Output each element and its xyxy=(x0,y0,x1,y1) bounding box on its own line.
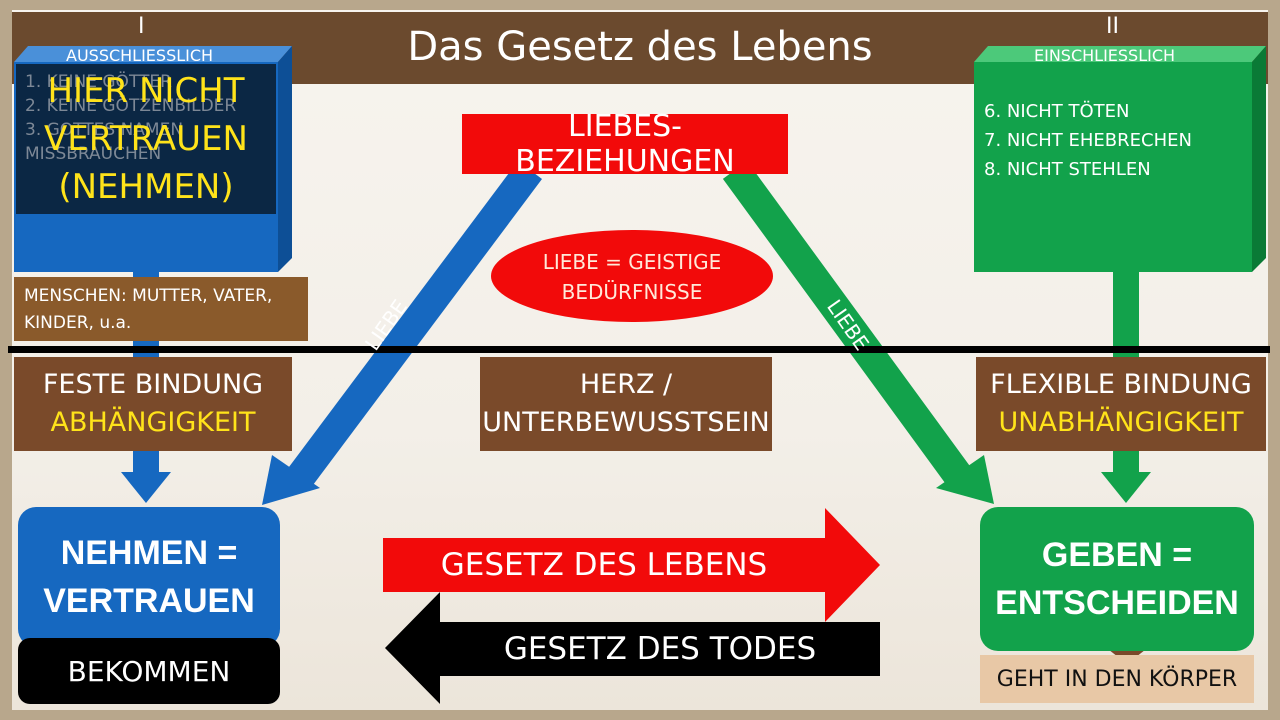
overlay-line: HIER NICHT xyxy=(47,71,245,111)
roman-numeral-two: II xyxy=(1106,14,1119,39)
right-diagonal-arrow-shaft xyxy=(722,161,973,487)
overlay-text: HIER NICHT VERTRAUEN (NEHMEN) xyxy=(16,64,276,214)
law-of-death-label: GESETZ DES TODES xyxy=(503,631,817,667)
list-item: 3. GOTTES NAMEN xyxy=(25,120,184,140)
receive-label: BEKOMMEN xyxy=(67,654,231,688)
fixed-binding-box: FESTE BINDUNG ABHÄNGIGKEIT xyxy=(14,357,292,451)
heart-label: HERZ / UNTERBEWUSSTSEIN xyxy=(482,369,770,438)
law-of-death-arrow xyxy=(385,592,880,704)
list-item: 1. KEINE GÖTTER xyxy=(25,72,172,92)
left-heading: AUSSCHLIESSLICH xyxy=(66,46,214,65)
left-diagonal-arrow-shaft xyxy=(285,161,543,489)
fixed-binding-label: FESTE BINDUNG xyxy=(42,369,264,400)
horizontal-divider-line xyxy=(8,346,1270,353)
blue-box-top xyxy=(14,46,292,62)
list-item: 6. NICHT TÖTEN xyxy=(984,101,1130,122)
roman-numeral-one: I xyxy=(138,14,145,39)
left-down-arrowhead xyxy=(121,472,171,503)
right-heading: EINSCHLIESSLICH xyxy=(1034,46,1176,65)
take-trust-label: NEHMEN = VERTRAUEN xyxy=(43,534,255,620)
dependency-label: ABHÄNGIGKEIT xyxy=(50,407,256,438)
flexible-binding-box: FLEXIBLE BINDUNG UNABHÄNGIGKEIT xyxy=(976,357,1266,451)
right-diagonal-arrowhead xyxy=(936,455,994,504)
people-box: MENSCHEN: MUTTER, VATER, KINDER, u.a. xyxy=(14,277,308,341)
blue-box-side xyxy=(278,46,292,272)
law-of-life-label: GESETZ DES LEBENS xyxy=(440,547,768,583)
list-item: MISSBRAUCHEN xyxy=(25,144,162,164)
give-decide-label: GEBEN = ENTSCHEIDEN xyxy=(995,536,1239,622)
give-decide-box: GEBEN = ENTSCHEIDEN xyxy=(980,507,1254,651)
blue-box-overlay xyxy=(16,64,276,214)
list-item: 7. NICHT EHEBRECHEN xyxy=(984,130,1192,151)
law-of-life-arrow xyxy=(383,508,880,622)
love-relationships-box: LIEBES-BEZIEHUNGEN xyxy=(462,109,788,179)
slide-title: Das Gesetz des Lebens xyxy=(407,24,873,70)
overlay-line: (NEHMEN) xyxy=(58,167,234,207)
receive-box: BEKOMMEN xyxy=(18,638,280,704)
right-down-arrowhead xyxy=(1101,472,1151,503)
overlay-line: VERTRAUEN xyxy=(44,119,248,159)
into-body-box: GEHT IN DEN KÖRPER xyxy=(980,655,1254,703)
left-commandments-list: 1. KEINE GÖTTER 2. KEINE GÖTZENBILDER 3.… xyxy=(25,70,236,166)
love-ellipse xyxy=(491,230,773,322)
ellipse-label: LIEBE = GEISTIGE BEDÜRFNISSE xyxy=(542,250,722,304)
left-diagonal-arrowhead xyxy=(262,455,320,505)
take-trust-box: NEHMEN = VERTRAUEN xyxy=(18,507,280,647)
love-relationships-label: LIEBES-BEZIEHUNGEN xyxy=(515,109,735,179)
green-box-front xyxy=(974,62,1252,272)
green-box-top xyxy=(974,46,1266,62)
heart-box: HERZ / UNTERBEWUSSTSEIN xyxy=(480,357,772,451)
into-body-label: GEHT IN DEN KÖRPER xyxy=(996,666,1238,692)
green-box-side xyxy=(1252,46,1266,272)
list-item: 8. NICHT STEHLEN xyxy=(984,159,1151,180)
flexible-binding-label: FLEXIBLE BINDUNG xyxy=(990,369,1252,400)
list-item: 2. KEINE GÖTZENBILDER xyxy=(25,96,237,116)
independence-label: UNABHÄNGIGKEIT xyxy=(998,407,1244,438)
right-commandments-list: 6. NICHT TÖTEN 7. NICHT EHEBRECHEN 8. NI… xyxy=(984,97,1192,184)
